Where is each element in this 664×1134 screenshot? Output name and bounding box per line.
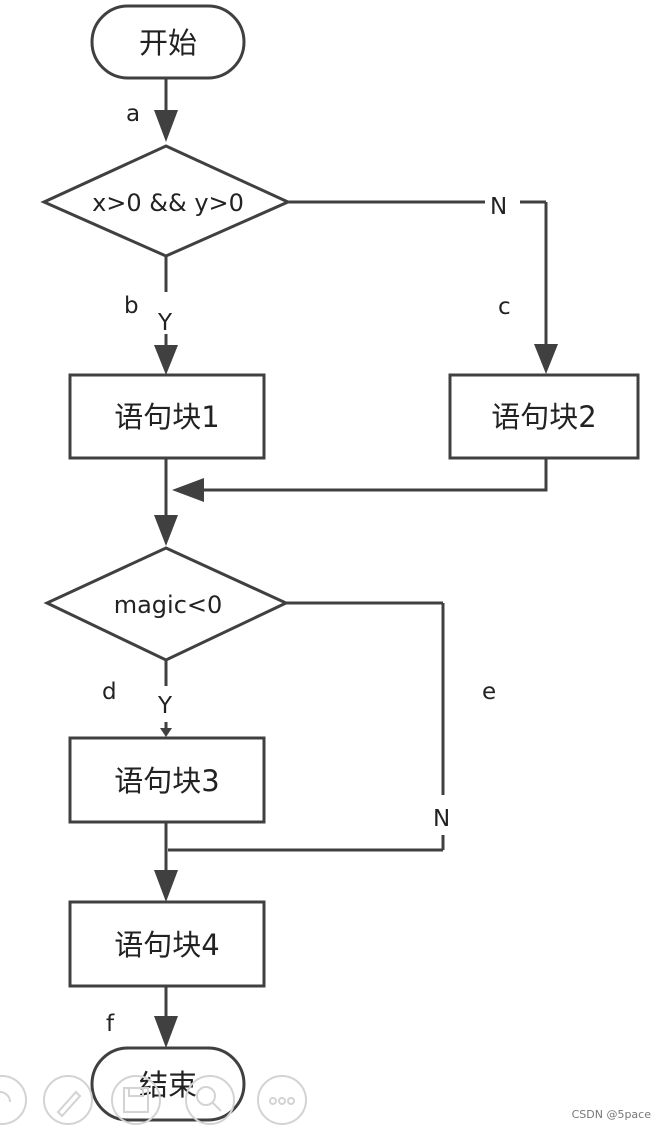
edge-label-cond2-yes: Y (157, 693, 173, 719)
start-terminal (90, 4, 246, 80)
arrowhead-block4 (154, 870, 178, 902)
edge-label-a: a (126, 101, 140, 127)
edge-label-cond1-no: N (490, 194, 507, 220)
more-icon[interactable] (257, 1075, 307, 1125)
zoom-icon[interactable] (185, 1075, 235, 1125)
condition-2-label: magic<0 (114, 591, 223, 619)
condition-1-diamond (40, 144, 292, 258)
arrowhead-block2-merge (172, 478, 204, 502)
block-2-box (448, 373, 640, 460)
edge-label-cond2-no: N (433, 806, 450, 832)
arrowhead-merge1 (154, 515, 178, 546)
arrowhead-c (534, 344, 558, 374)
edge-label-e: e (482, 679, 496, 705)
block-2-label: 语句块2 (491, 400, 596, 434)
edge-block2-merge (204, 458, 548, 492)
edge-label-f: f (106, 1011, 115, 1037)
block-1-label: 语句块1 (114, 400, 219, 434)
watermark: CSDN @5pace (572, 1108, 652, 1121)
start-label: 开始 (139, 26, 197, 60)
block-3-label: 语句块3 (114, 764, 219, 798)
pen-icon[interactable] (43, 1075, 93, 1125)
arrowhead-f (154, 1016, 178, 1048)
arrowhead-a (154, 110, 178, 142)
arrowhead-d (160, 728, 172, 737)
edge-label-d: d (102, 679, 117, 705)
block-1-box (68, 373, 266, 460)
arrowhead-b (154, 345, 178, 375)
image-toolbar (0, 1075, 307, 1125)
edge-label-c: c (498, 294, 511, 320)
edges (154, 78, 558, 1048)
nodes (40, 4, 640, 1122)
block-4-box (68, 900, 266, 988)
condition-2-diamond (43, 546, 290, 662)
end-terminal (90, 1046, 246, 1122)
block-3-box (68, 736, 266, 824)
block-4-label: 语句块4 (114, 928, 219, 962)
edge-label-b: b (124, 293, 139, 319)
save-icon[interactable] (111, 1075, 161, 1125)
condition-1-label: x>0 && y>0 (92, 189, 244, 217)
edge-label-cond1-yes: Y (157, 310, 173, 336)
rotate-icon[interactable] (0, 1075, 27, 1125)
